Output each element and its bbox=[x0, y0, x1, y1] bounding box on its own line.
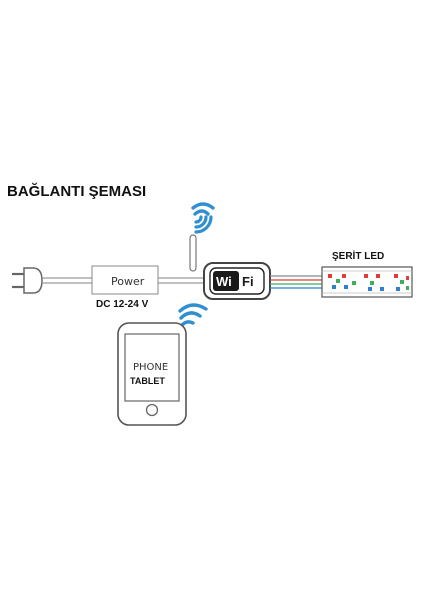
smartphone-icon bbox=[117, 322, 187, 426]
led-strip-label: ŞERİT LED bbox=[332, 249, 384, 262]
wifi-signal-icon bbox=[194, 215, 213, 234]
led-icon bbox=[370, 281, 374, 285]
dc-cable bbox=[158, 277, 204, 284]
wifi-signal-icon-arcs bbox=[191, 202, 215, 216]
wifi-logo-wi: Wi bbox=[216, 274, 232, 289]
led-icon bbox=[342, 274, 346, 278]
led-icon bbox=[396, 287, 400, 291]
led-icon bbox=[400, 280, 404, 284]
led-icon bbox=[328, 274, 332, 278]
led-icon bbox=[394, 274, 398, 278]
wifi-logo-fi: Fi bbox=[242, 274, 254, 289]
tablet-label: TABLET bbox=[130, 376, 165, 386]
power-adapter-box bbox=[91, 265, 159, 295]
voltage-label: DC 12-24 V bbox=[96, 299, 149, 310]
led-strip bbox=[321, 266, 413, 298]
led-icon bbox=[406, 286, 409, 290]
led-icon bbox=[332, 285, 336, 289]
led-icon bbox=[344, 285, 348, 289]
rgb-cable bbox=[270, 275, 322, 289]
led-icon bbox=[368, 287, 372, 291]
wifi-signal-icon bbox=[178, 303, 208, 327]
antenna-icon bbox=[189, 234, 197, 272]
led-icon bbox=[352, 281, 356, 285]
power-cable bbox=[42, 277, 92, 284]
led-icon bbox=[364, 274, 368, 278]
led-icon bbox=[380, 287, 384, 291]
diagram-title: BAĞLANTI ŞEMASI bbox=[7, 182, 146, 200]
wifi-controller: Wi Fi bbox=[203, 262, 271, 300]
led-icon bbox=[336, 279, 340, 283]
led-icon bbox=[376, 274, 380, 278]
phone-label: PHONE bbox=[133, 362, 168, 373]
led-icon bbox=[406, 276, 409, 280]
power-plug-icon bbox=[12, 267, 43, 294]
power-label: Power bbox=[111, 275, 145, 288]
